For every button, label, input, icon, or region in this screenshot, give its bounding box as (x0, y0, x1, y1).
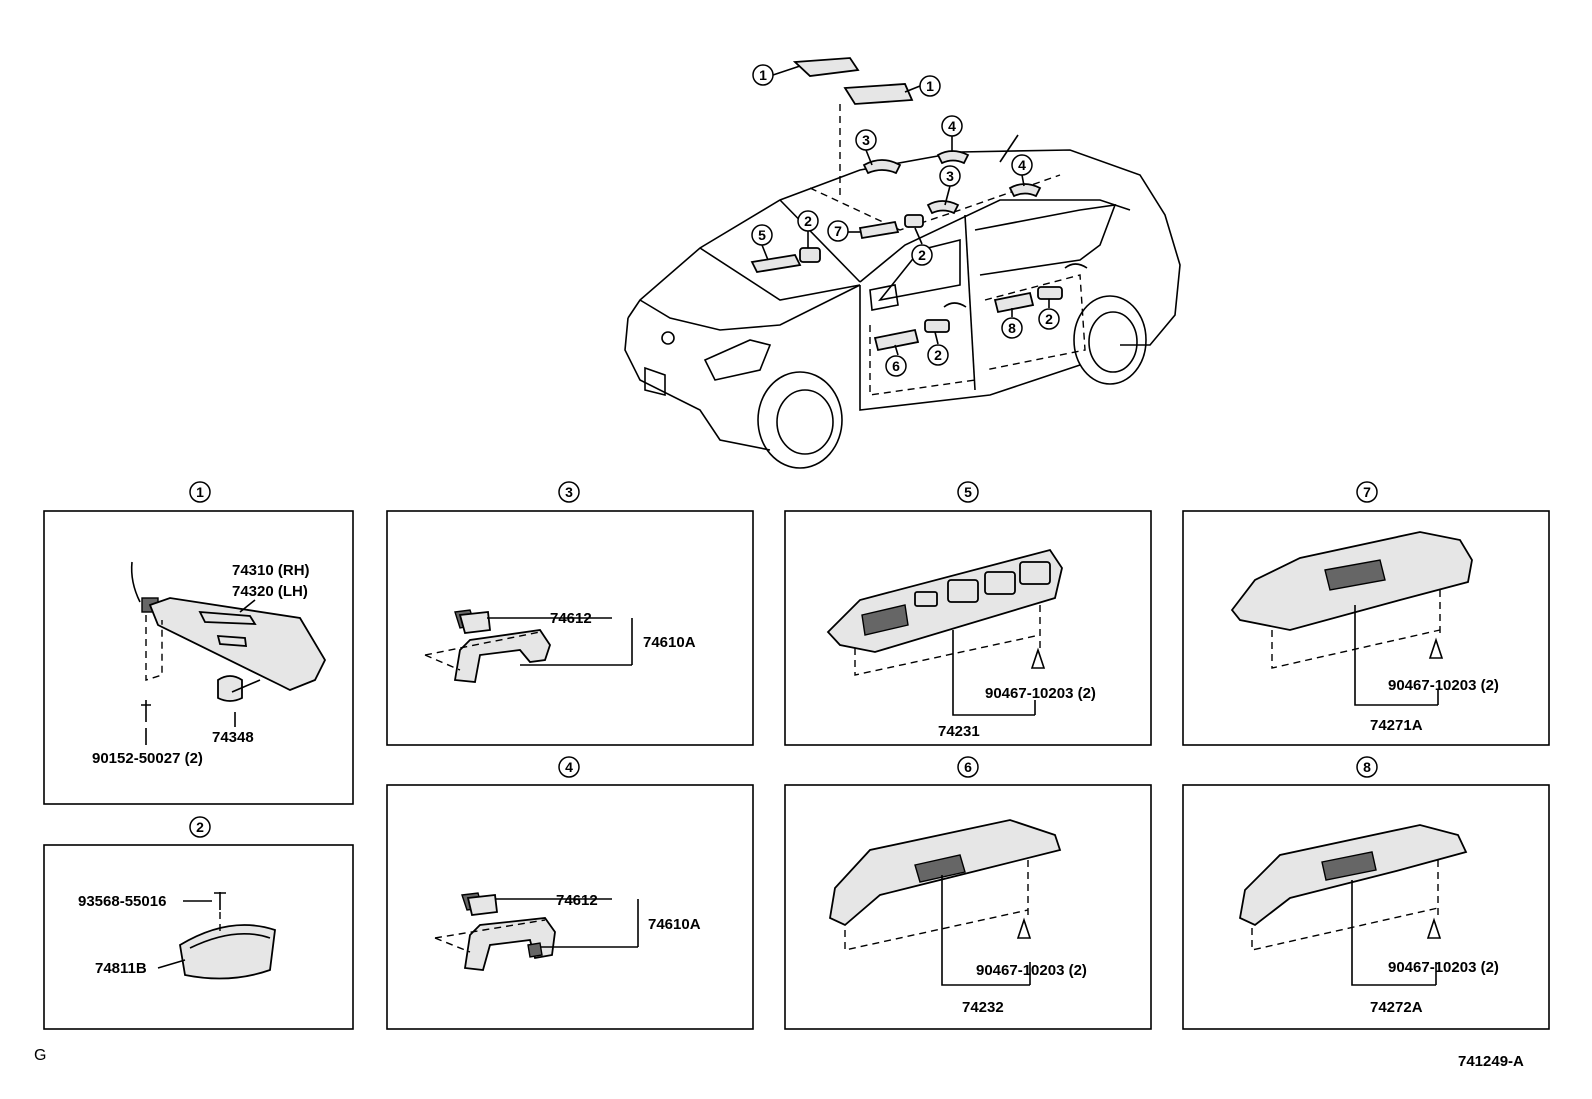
car-callout-2c: 2 (1038, 308, 1060, 330)
svg-text:3: 3 (862, 132, 870, 148)
svg-text:4: 4 (948, 118, 956, 134)
svg-text:2: 2 (1045, 311, 1053, 327)
car-callout-5: 5 (751, 224, 773, 246)
part-90467-10203-a: 90467-10203 (2) (985, 685, 1096, 702)
svg-text:2: 2 (934, 347, 942, 363)
svg-text:3: 3 (565, 484, 573, 500)
part-74612-b: 74612 (556, 892, 598, 909)
panel-5-window-switch: 5 90467-10203 (2) 74231 (784, 481, 1152, 746)
car-callout-8: 8 (1001, 317, 1023, 339)
svg-text:7: 7 (1363, 484, 1371, 500)
car-callout-3b: 3 (939, 165, 961, 187)
panel-8-switch-base: 8 90467-10203 (2) 74272A (1182, 756, 1550, 1030)
part-74612-a: 74612 (550, 610, 592, 627)
car-callout-1a: 1 (752, 64, 774, 86)
car-callout-4b: 4 (1011, 154, 1033, 176)
svg-text:6: 6 (964, 759, 972, 775)
svg-text:6: 6 (892, 358, 900, 374)
panel-4-assist-grip: 4 74612 74610A (386, 756, 754, 1030)
svg-text:8: 8 (1363, 759, 1371, 775)
car-callout-2d: 2 (927, 344, 949, 366)
svg-text:3: 3 (946, 168, 954, 184)
part-90467-10203-b: 90467-10203 (2) (976, 962, 1087, 979)
svg-text:1: 1 (759, 67, 767, 83)
svg-text:5: 5 (758, 227, 766, 243)
part-74310: 74310 (RH) (232, 562, 310, 579)
car-callout-2a: 2 (797, 210, 819, 232)
svg-text:8: 8 (1008, 320, 1016, 336)
car-callout-7: 7 (827, 220, 849, 242)
svg-text:5: 5 (964, 484, 972, 500)
part-74232: 74232 (962, 999, 1004, 1016)
svg-text:2: 2 (804, 213, 812, 229)
car-callout-3a: 3 (855, 129, 877, 151)
part-74271A: 74271A (1370, 717, 1423, 734)
corner-code: G (34, 1047, 46, 1064)
car-overview: 1 1 3 4 3 4 2 7 5 2 8 2 6 2 (624, 57, 1181, 469)
svg-text:4: 4 (1018, 157, 1026, 173)
svg-text:4: 4 (565, 759, 573, 775)
part-74610A-b: 74610A (648, 916, 701, 933)
svg-text:2: 2 (196, 819, 204, 835)
part-90152-50027: 90152-50027 (2) (92, 750, 203, 767)
part-74272A: 74272A (1370, 999, 1423, 1016)
svg-text:1: 1 (926, 78, 934, 94)
car-callout-4a: 4 (941, 115, 963, 137)
part-74811B: 74811B (95, 960, 147, 977)
part-74231: 74231 (938, 723, 980, 740)
diagram-id: 741249-A (1458, 1053, 1524, 1070)
svg-text:2: 2 (918, 247, 926, 263)
part-90467-10203-d: 90467-10203 (2) (1388, 959, 1499, 976)
svg-text:1: 1 (196, 484, 204, 500)
part-74610A-a: 74610A (643, 634, 696, 651)
panel-6-switch-base: 6 90467-10203 (2) 74232 (784, 756, 1152, 1030)
panel-2-cup: 2 93568-55016 74811B (43, 816, 354, 1030)
part-93568-55016: 93568-55016 (78, 893, 166, 910)
svg-text:7: 7 (834, 223, 842, 239)
car-callout-6: 6 (885, 355, 907, 377)
panel-3-assist-grip: 3 74612 74610A (386, 481, 754, 746)
part-90467-10203-c: 90467-10203 (2) (1388, 677, 1499, 694)
panel-1-sun-visor: 1 74310 (RH) 74320 (LH) 74348 90152-5002… (43, 481, 354, 805)
panel-7-switch-base: 7 90467-10203 (2) 74271A (1182, 481, 1550, 746)
car-callout-2b: 2 (911, 244, 933, 266)
part-74320: 74320 (LH) (232, 583, 308, 600)
part-74348: 74348 (212, 729, 254, 746)
car-callout-1b: 1 (919, 75, 941, 97)
